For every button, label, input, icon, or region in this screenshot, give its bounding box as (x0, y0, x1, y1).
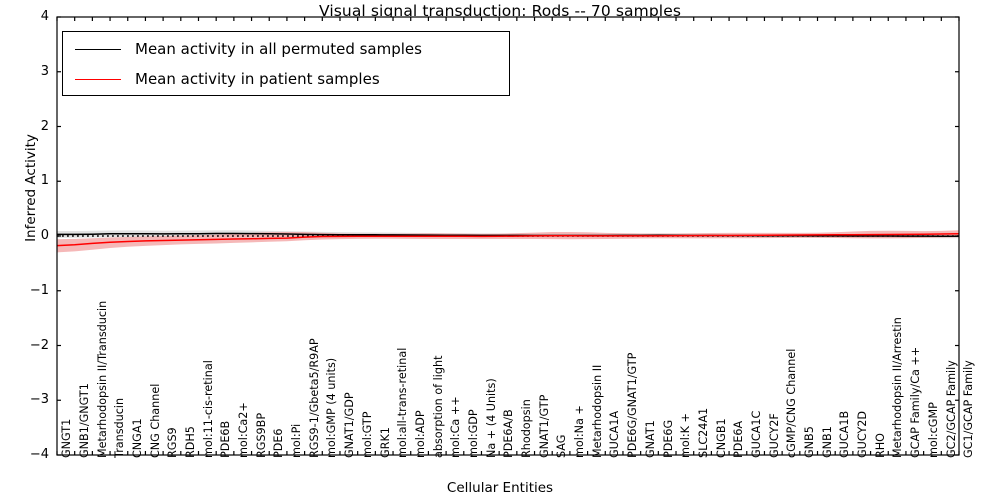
legend-entry-patient: Mean activity in patient samples (63, 64, 509, 96)
x-tick-label: RHO (873, 433, 887, 458)
x-tick-label: RGS9 (166, 427, 180, 458)
x-tick-label: GNB5 (803, 426, 817, 458)
y-tick-label: 3 (40, 63, 49, 79)
x-tick-label: GUCY2D (856, 410, 870, 458)
x-tick-label: absorption of light (431, 355, 445, 458)
x-tick-label: mol:GMP (4 units) (325, 357, 339, 458)
y-tick-label: 2 (40, 118, 49, 134)
x-tick-label: Na + (4 Units) (484, 378, 498, 458)
legend-label-patient: Mean activity in patient samples (135, 70, 380, 88)
y-tick-label: 0 (40, 228, 49, 243)
x-tick-label: mol:ADP (413, 410, 427, 458)
x-tick-label: mol:all-trans-retinal (396, 347, 410, 458)
x-tick-label: GCAP Family/Ca ++ (909, 346, 923, 458)
x-tick-label: GUCA1C (749, 410, 763, 458)
chart-legend: Mean activity in all permuted samples Me… (62, 31, 510, 96)
x-tick-label: PDE6 (272, 428, 286, 458)
x-tick-label: PDE6G (661, 419, 675, 458)
mean-line-patient (56, 233, 960, 247)
x-tick-label: GC1/GCAP Family (962, 360, 976, 458)
x-tick-label: Metarhodopsin II/Transducin (95, 300, 109, 458)
mean-line-permuted (57, 232, 960, 238)
x-tick-label: GNB1/GNGT1 (77, 383, 91, 458)
x-tick-label: mol:GDP (466, 409, 480, 458)
y-tick-label: 4 (40, 9, 49, 24)
x-tick-label: mol:Ca ++ (449, 396, 463, 458)
x-tick-label: GC2/GCAP Family (944, 360, 958, 458)
x-tick-label: GRK1 (378, 427, 392, 458)
x-tick-label: GUCY2F (767, 413, 781, 458)
x-tick-label: GNGT1 (60, 418, 74, 458)
x-tick-label: GUCA1B (838, 410, 852, 458)
y-tick-label: −2 (29, 337, 49, 353)
x-tick-label: mol:Ca2+ (237, 402, 251, 458)
y-tick-label: −4 (29, 447, 49, 462)
legend-swatch-patient (75, 79, 121, 80)
x-tick-label: PDE6G/GNAT1/GTP (626, 352, 640, 458)
x-tick-label: GNAT1/GDP (343, 392, 357, 458)
legend-swatch-permuted (75, 49, 121, 50)
chart-title: Visual signal transduction: Rods -- 70 s… (318, 2, 682, 20)
x-tick-label: Metarhodopsin II (590, 364, 604, 458)
x-tick-label: mol:cGMP (926, 402, 940, 458)
x-tick-label: RGS9BP (254, 412, 268, 458)
x-tick-label: CNGB1 (714, 418, 728, 458)
legend-entry-permuted: Mean activity in all permuted samples (63, 34, 509, 66)
x-tick-label: GNAT1/GTP (537, 394, 551, 458)
x-tick-label: SAG (555, 434, 569, 458)
x-tick-label: GNAT1 (643, 420, 657, 458)
x-tick-label: Rhodopsin (520, 399, 534, 458)
x-tick-label: CNGA1 (130, 418, 144, 458)
x-tick-label: mol:Na + (573, 405, 587, 458)
x-tick-label: Metarhodopsin II/Arrestin (891, 317, 905, 458)
x-tick-label: RGS9-1/Gbeta5/R9AP (307, 338, 321, 458)
legend-label-permuted: Mean activity in all permuted samples (135, 40, 422, 58)
x-tick-label: RDH5 (184, 426, 197, 458)
x-tick-label: mol:Pi (290, 423, 304, 458)
x-tick-label: Transducin (113, 397, 127, 458)
x-axis-label: Cellular Entities (446, 480, 554, 496)
x-tick-label: cGMP/CNG Channel (785, 348, 799, 458)
x-tick-label: GNB1 (820, 426, 834, 458)
y-tick-label: −1 (29, 282, 49, 298)
x-tick-label: mol:11-cis-retinal (201, 360, 215, 458)
y-tick-label: 1 (40, 173, 49, 189)
x-tick-label: mol:GTP (360, 411, 374, 458)
x-tick-label: CNG Channel (148, 383, 162, 458)
x-tick-label: GUCA1A (608, 410, 622, 458)
y-tick-label: −3 (29, 392, 49, 408)
x-tick-label: mol:K + (679, 413, 693, 458)
x-tick-label: PDE6A/B (502, 409, 516, 458)
x-tick-label: SLC24A1 (696, 407, 710, 458)
x-tick-label: PDE6B (219, 420, 233, 458)
x-tick-label: PDE6A (732, 420, 746, 458)
